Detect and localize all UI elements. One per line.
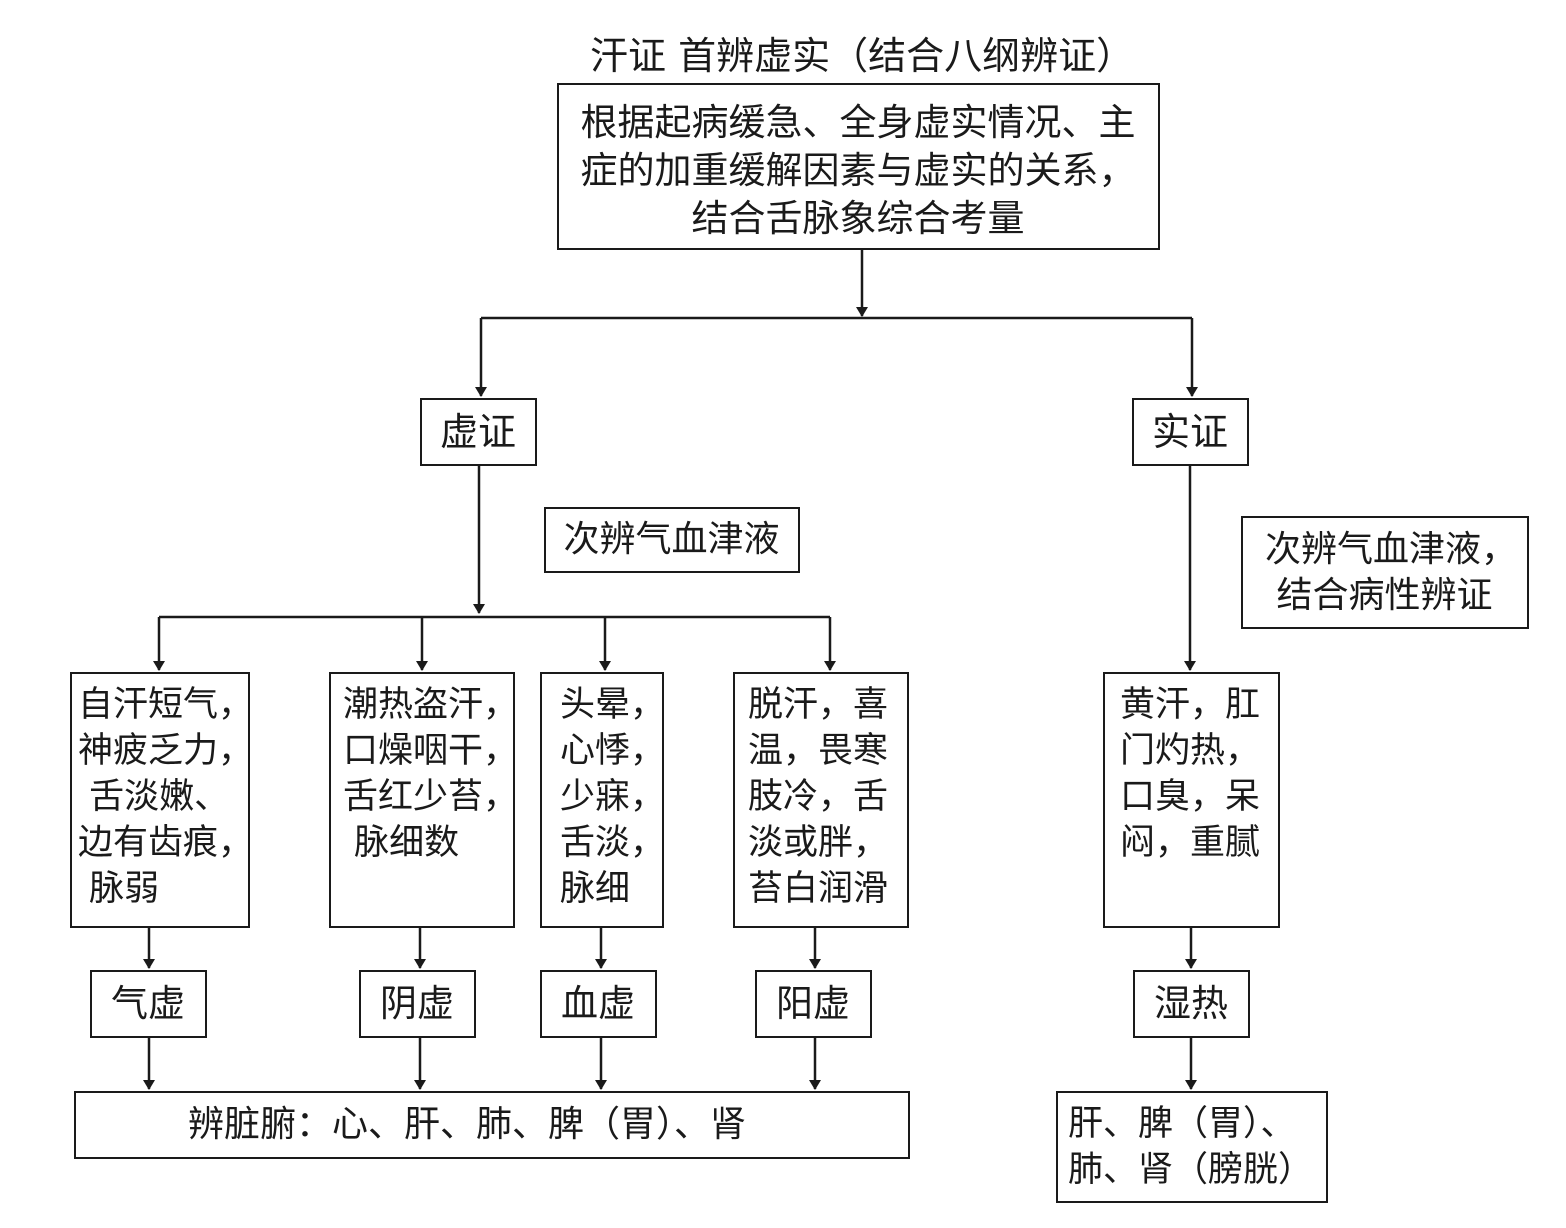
deficiency-syndrome-box: 虚证 <box>420 398 537 466</box>
symptom-box-yin-deficiency: 潮热盗汗， 口燥咽干， 舌红少苔， 脉细数 <box>329 672 519 928</box>
type-label: 阴虚 <box>380 982 454 1025</box>
excess-syndrome-box: 实证 <box>1132 398 1249 466</box>
deficiency-note-box: 次辨气血津液 <box>544 507 800 573</box>
root-criteria-text: 根据起病缓急、全身虚实情况、主 症的加重缓解因素与虚实的关系， 结合舌脉象综合考… <box>580 101 1136 240</box>
symptom-box-damp-heat: 黄汗，肛 门灼热， 口臭，呆 闷，重腻 <box>1103 672 1280 928</box>
type-box-damp-heat: 湿热 <box>1133 970 1250 1038</box>
deficiency-syndrome-label: 虚证 <box>439 410 516 454</box>
excess-syndrome-label: 实证 <box>1151 410 1228 454</box>
diagram-title: 汗证 首辨虚实（结合八纲辨证） <box>590 34 1135 78</box>
symptom-box-qi-deficiency: 自汗短气， 神疲乏力， 舌淡嫩、 边有齿痕， 脉弱 <box>70 672 254 928</box>
type-box-qi-deficiency: 气虚 <box>90 970 207 1038</box>
type-label: 湿热 <box>1154 982 1228 1025</box>
symptom-text: 头晕， 心悸， 少寐， 舌淡， 脉细 <box>560 685 666 909</box>
deficiency-organs-text: 辨脏腑：心、肝、肺、脾（胃）、肾 <box>188 1104 747 1145</box>
excess-note-box: 次辨气血津液， 结合病性辨证 <box>1241 516 1529 629</box>
symptom-text: 潮热盗汗， 口燥咽干， 舌红少苔， 脉细数 <box>343 685 519 863</box>
root-criteria-box: 根据起病缓急、全身虚实情况、主 症的加重缓解因素与虚实的关系， 结合舌脉象综合考… <box>557 83 1160 250</box>
deficiency-note-text: 次辨气血津液 <box>563 519 780 560</box>
symptom-box-yang-deficiency: 脱汗，喜 温，畏寒 肢冷，舌 淡或胖， 苔白润滑 <box>733 672 909 928</box>
symptom-text: 黄汗，肛 门灼热， 口臭，呆 闷，重腻 <box>1120 685 1261 863</box>
symptom-text: 自汗短气， 神疲乏力， 舌淡嫩、 边有齿痕， 脉弱 <box>78 685 254 909</box>
excess-organs-box: 肝、脾（胃）、 肺、肾（膀胱） <box>1056 1091 1328 1203</box>
type-box-yang-deficiency: 阳虚 <box>755 970 872 1038</box>
type-label: 血虚 <box>561 982 635 1025</box>
type-box-blood-deficiency: 血虚 <box>540 970 657 1038</box>
type-box-yin-deficiency: 阴虚 <box>359 970 476 1038</box>
deficiency-organs-box: 辨脏腑：心、肝、肺、脾（胃）、肾 <box>74 1091 910 1159</box>
symptom-box-blood-deficiency: 头晕， 心悸， 少寐， 舌淡， 脉细 <box>540 672 666 928</box>
excess-organs-text: 肝、脾（胃）、 肺、肾（膀胱） <box>1068 1104 1314 1190</box>
excess-note-text: 次辨气血津液， 结合病性辨证 <box>1265 529 1518 616</box>
symptom-text: 脱汗，喜 温，畏寒 肢冷，舌 淡或胖， 苔白润滑 <box>748 685 889 909</box>
type-label: 气虚 <box>111 982 185 1025</box>
type-label: 阳虚 <box>776 982 850 1025</box>
